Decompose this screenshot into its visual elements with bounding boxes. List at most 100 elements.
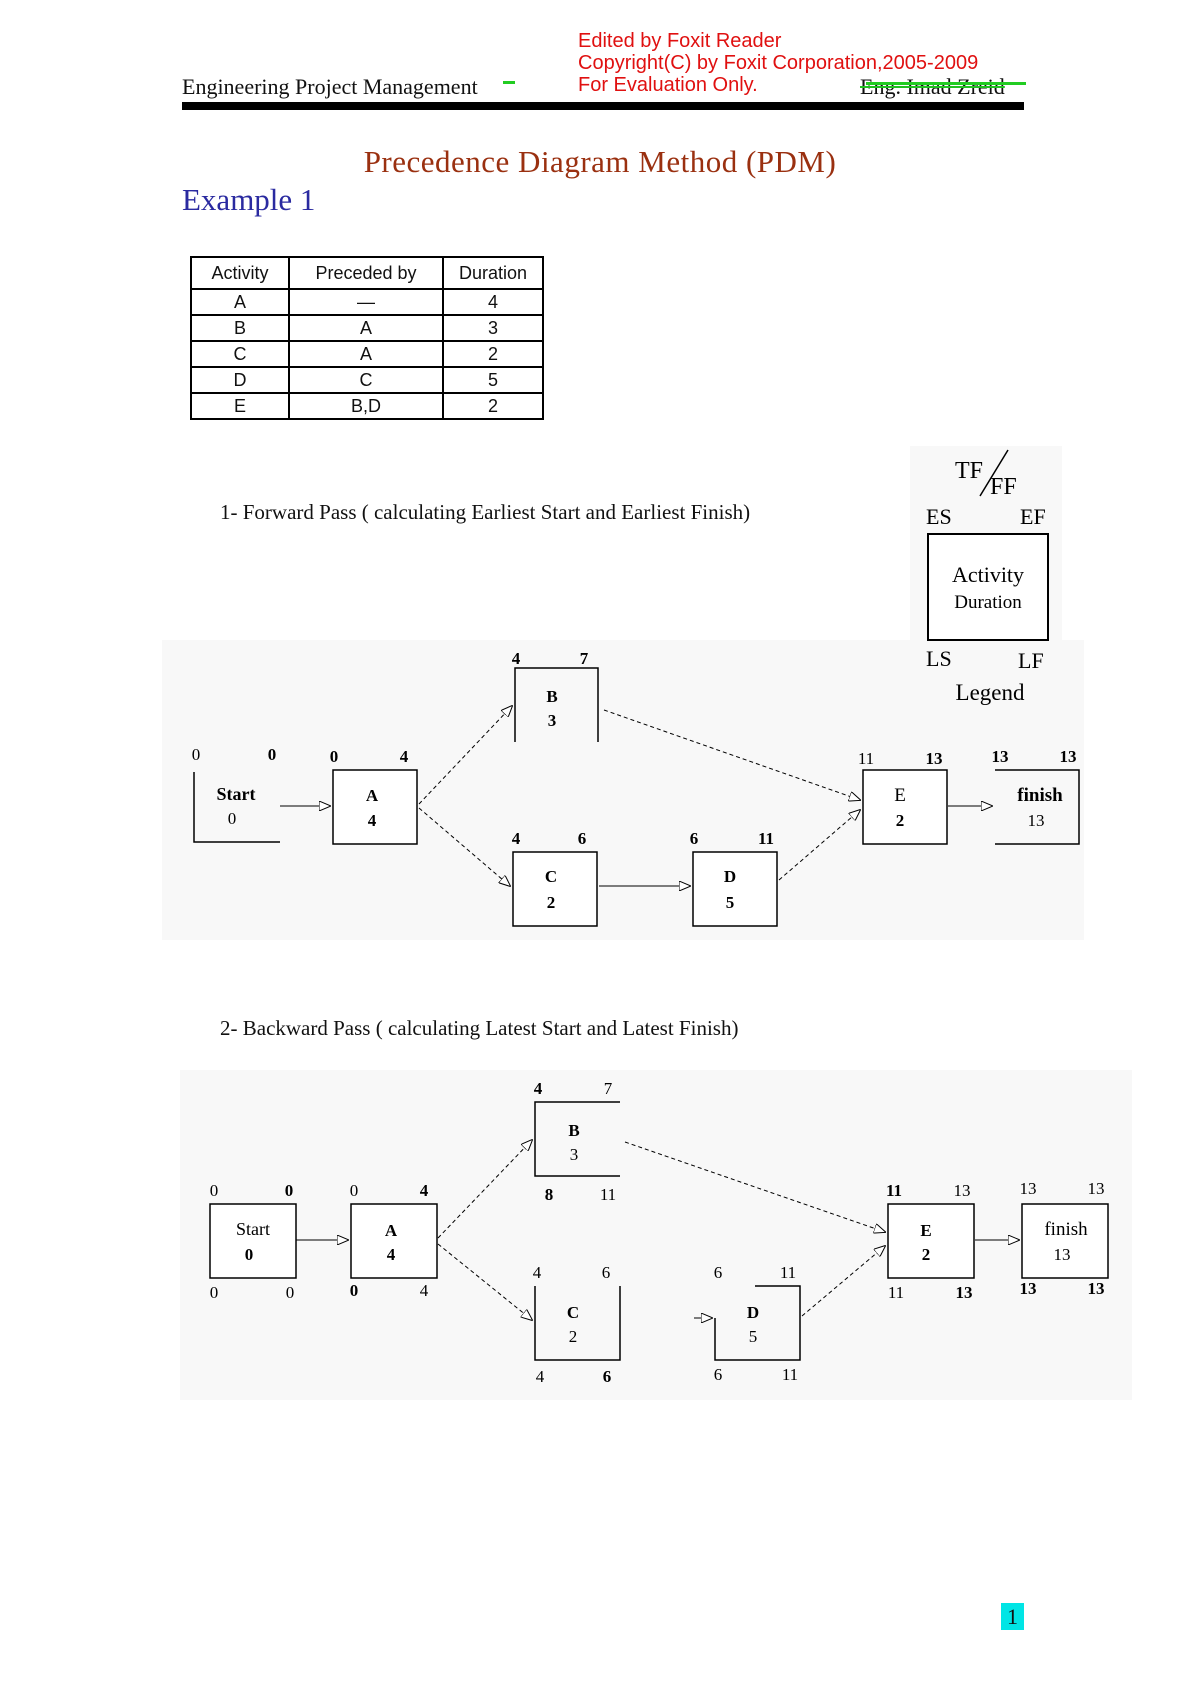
node-ls: 0 — [350, 1281, 359, 1300]
node-ef: 13 — [954, 1181, 971, 1200]
legend-ff: FF — [990, 474, 1017, 500]
watermark-line: Edited by Foxit Reader — [578, 30, 782, 52]
arrow-b-e — [624, 1141, 885, 1232]
node-duration: 5 — [726, 893, 735, 912]
legend-ef: EF — [1020, 504, 1046, 529]
node-es: 6 — [690, 829, 699, 848]
node-box — [995, 769, 1080, 845]
table-cell: 2 — [442, 392, 544, 420]
node-label: Start — [236, 1219, 270, 1239]
arrow-a-c — [437, 1243, 532, 1320]
header-rule — [182, 102, 1024, 110]
header-right: Eng. Imad Zreid — [860, 74, 1005, 99]
node-es: 0 — [210, 1181, 219, 1200]
table-cell: 4 — [442, 288, 544, 316]
node-label: D — [724, 867, 736, 886]
node-lf: 0 — [286, 1283, 295, 1302]
legend-box — [927, 533, 1049, 641]
node-box — [714, 1285, 801, 1361]
table-row: A — 4 — [190, 288, 544, 316]
legend-duration: Duration — [954, 592, 1022, 613]
node-label: E — [920, 1221, 931, 1240]
table-cell: A — [288, 314, 444, 342]
table-cell: B — [190, 314, 290, 342]
node-es: 4 — [533, 1263, 542, 1282]
table-row: D C 5 — [190, 366, 544, 394]
node-label: Start — [217, 784, 256, 804]
node-lf: 13 — [956, 1283, 973, 1302]
table-cell: A — [190, 288, 290, 316]
node-es: 13 — [1020, 1179, 1037, 1198]
strikeout-annotation — [866, 82, 1026, 85]
arrow-a-c — [418, 807, 510, 886]
node-ef: 13 — [1088, 1179, 1105, 1198]
node-label: D — [747, 1303, 759, 1322]
node-label: B — [568, 1121, 579, 1140]
node-ef: 4 — [400, 747, 409, 766]
page-number: 1 — [1001, 1603, 1024, 1630]
node-es: 13 — [992, 747, 1009, 766]
table-header-row: Activity Preceded by Duration — [190, 256, 544, 290]
node-box — [514, 667, 599, 742]
node-ef: 11 — [780, 1263, 796, 1282]
node-lf: 13 — [1088, 1279, 1105, 1298]
forward-pass-heading: 1- Forward Pass ( calculating Earliest S… — [220, 500, 751, 524]
dependency-arrows — [296, 1140, 1019, 1320]
column-header: Preceded by — [288, 256, 444, 290]
node-ef: 7 — [604, 1079, 613, 1098]
node-label: finish — [1044, 1219, 1088, 1240]
node-ls: 13 — [1020, 1279, 1037, 1298]
forward-diagram: Start 0 0 0 A 4 0 4 B 3 4 7 C 2 4 6 D 5 … — [192, 649, 1080, 927]
dependency-arrows — [280, 706, 992, 886]
node-duration: 4 — [387, 1245, 396, 1264]
node-duration: 2 — [922, 1245, 931, 1264]
node-lf: 6 — [603, 1367, 612, 1386]
node-es: 11 — [858, 749, 874, 768]
watermark-line: Copyright(C) by Foxit Corporation,2005-2… — [578, 52, 979, 74]
node-es: 0 — [350, 1181, 359, 1200]
table-cell: 3 — [442, 314, 544, 342]
node-box — [512, 851, 598, 927]
node-label: E — [894, 785, 906, 806]
node-box — [209, 1203, 297, 1279]
column-header: Activity — [190, 256, 290, 290]
node-es: 11 — [886, 1181, 902, 1200]
node-lf: 11 — [600, 1185, 616, 1204]
legend-ls: LS — [926, 646, 952, 671]
node-duration: 4 — [368, 811, 377, 830]
table-row: C A 2 — [190, 340, 544, 368]
table-cell: D — [190, 366, 290, 394]
node-box — [887, 1203, 975, 1279]
node-es: 4 — [534, 1079, 543, 1098]
example-heading: Example 1 — [182, 182, 316, 217]
node-label: A — [366, 786, 379, 805]
node-es: 6 — [714, 1263, 723, 1282]
node-duration: 13 — [1028, 811, 1045, 830]
node-es: 0 — [192, 745, 201, 764]
node-label: C — [545, 867, 557, 886]
activity-table: Activity Preceded by Duration A — 4 B A … — [190, 256, 544, 420]
node-duration: 0 — [228, 809, 237, 828]
node-ef: 0 — [285, 1181, 294, 1200]
node-label: A — [385, 1221, 398, 1240]
node-box — [534, 1101, 620, 1177]
node-duration: 0 — [245, 1245, 254, 1264]
watermark-line: For Evaluation Only. — [578, 74, 758, 96]
annotation-mark — [503, 81, 515, 84]
table-cell: C — [288, 366, 444, 394]
arrow-d-e — [778, 810, 860, 881]
node-duration: 5 — [749, 1327, 758, 1346]
table-cell: E — [190, 392, 290, 420]
node-ls: 11 — [888, 1283, 904, 1302]
node-ef: 11 — [758, 829, 774, 848]
node-duration: 3 — [548, 711, 557, 730]
watermark: Edited by Foxit Reader Copyright(C) by F… — [578, 30, 978, 96]
node-box — [193, 772, 280, 843]
node-label: C — [567, 1303, 579, 1322]
legend-caption: Legend — [956, 680, 1025, 705]
table-cell: 2 — [442, 340, 544, 368]
legend-slash — [979, 449, 1009, 497]
node-box — [534, 1286, 621, 1361]
page-title: Precedence Diagram Method (PDM) — [363, 144, 837, 179]
